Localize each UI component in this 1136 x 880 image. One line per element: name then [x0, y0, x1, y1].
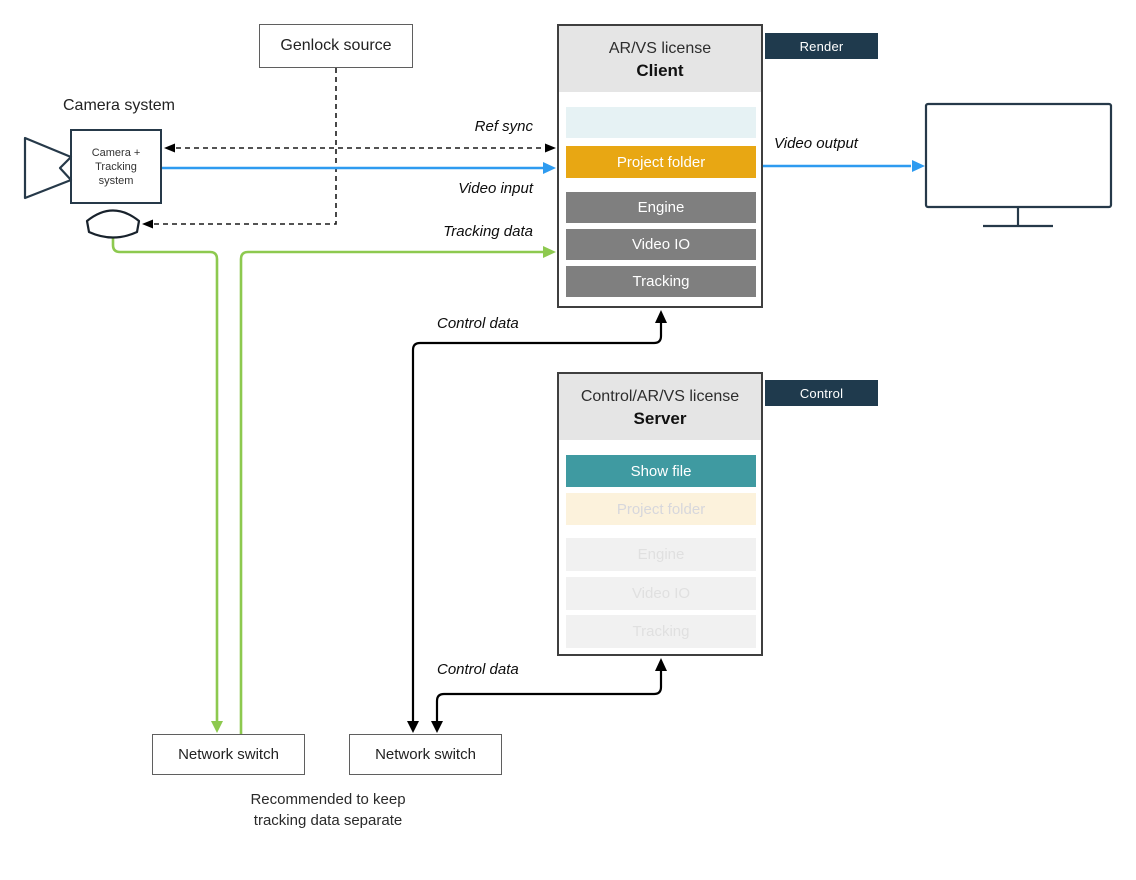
network-switch-left: Network switch — [152, 734, 305, 775]
tracking-data-label: Tracking data — [443, 223, 533, 240]
arrowhead — [431, 721, 443, 733]
arrowhead — [142, 219, 153, 229]
server-license-title: Control/AR/VS license — [580, 388, 740, 405]
monitor-icon — [924, 102, 1113, 228]
camera-mount-icon — [85, 209, 141, 239]
arrowhead — [545, 143, 556, 153]
control-tag: Control — [765, 380, 878, 406]
camera-body-line: Tracking — [95, 160, 137, 173]
camera-body-line: system — [98, 174, 134, 187]
render-tag: Render — [765, 33, 878, 59]
client-unit-header: AR/VS license Client — [559, 26, 761, 92]
camera-to-switch-connector — [111, 235, 219, 721]
client-row-faded-showfile — [566, 107, 756, 138]
client-row-project-folder: Project folder — [566, 146, 756, 178]
arrowhead — [543, 246, 556, 258]
video-input-label: Video input — [458, 180, 533, 197]
camera-tracking-box: Camera + Tracking system — [70, 129, 162, 204]
server-row-video-io: Video IO — [566, 577, 756, 610]
server-row-project-folder: Project folder — [566, 493, 756, 525]
arrowhead — [211, 721, 223, 733]
client-unit-box: AR/VS license Client Project folder Engi… — [557, 24, 763, 308]
client-row-tracking: Tracking — [566, 266, 756, 297]
genlock-to-mount-connector — [152, 68, 337, 225]
client-role-title: Client — [636, 61, 684, 80]
arrowhead — [543, 162, 556, 174]
control-data-upper-label: Control data — [437, 315, 519, 332]
arrowhead — [655, 658, 667, 671]
server-unit-box: Control/AR/VS license Server Show file P… — [557, 372, 763, 656]
genlock-source-box: Genlock source — [259, 24, 413, 68]
server-row-engine: Engine — [566, 538, 756, 571]
tracking-note-line: tracking data separate — [253, 812, 403, 829]
arrowhead — [912, 160, 925, 172]
ref-sync-label: Ref sync — [474, 118, 533, 135]
camera-lens-icon — [23, 136, 73, 200]
server-role-title: Server — [633, 409, 687, 428]
arrowhead — [655, 310, 667, 323]
tracking-note-line: Recommended to keep — [250, 791, 406, 808]
server-unit-header: Control/AR/VS license Server — [559, 374, 761, 440]
client-row-video-io: Video IO — [566, 229, 756, 260]
server-row-tracking: Tracking — [566, 615, 756, 648]
camera-body-line: Camera + — [91, 146, 141, 159]
camera-system-title: Camera system — [62, 97, 176, 114]
network-switch-right: Network switch — [349, 734, 502, 775]
control-data-lower-label: Control data — [437, 661, 519, 678]
arrowhead — [407, 721, 419, 733]
client-license-title: AR/VS license — [608, 40, 712, 57]
tracking-note: Recommended to keep tracking data separa… — [198, 789, 458, 831]
server-row-show-file: Show file — [566, 455, 756, 487]
video-output-label: Video output — [774, 135, 858, 152]
arrowhead — [164, 143, 175, 153]
client-row-engine: Engine — [566, 192, 756, 223]
